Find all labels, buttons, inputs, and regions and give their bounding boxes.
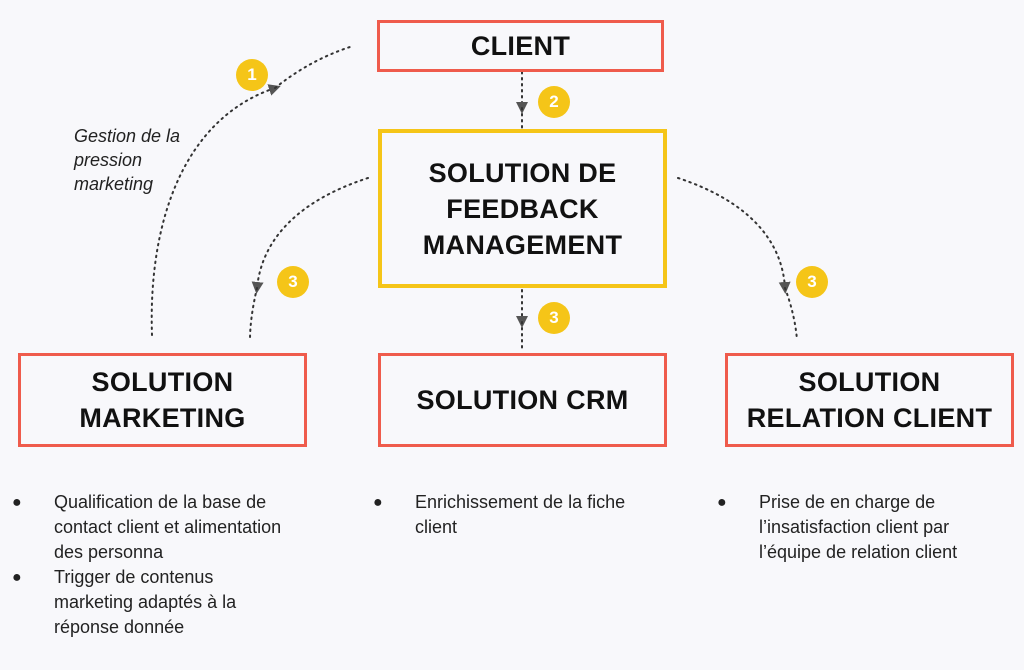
connector-marketing-to-client [150, 84, 281, 336]
client-label: CLIENT [470, 31, 571, 61]
client-box: CLIENT [377, 20, 664, 72]
marketing-box: SOLUTION MARKETING [18, 353, 307, 447]
pression-marketing-note: Gestion de la pression marketing [74, 126, 181, 194]
relation-client-label: SOLUTION RELATION CLIENT [746, 367, 993, 433]
relation-client-box: SOLUTION RELATION CLIENT [725, 353, 1014, 447]
marketing-label: SOLUTION MARKETING [79, 367, 246, 433]
feedback-management-box: SOLUTION DE FEEDBACK MANAGEMENT [378, 129, 667, 288]
step-badge-2: 2 [538, 86, 570, 118]
list-item: ●Enrichissement de la fiche client [373, 492, 626, 537]
bullet-icon: ● [373, 494, 383, 511]
list-item: ●Trigger de contenus marketing adaptés à… [12, 567, 237, 637]
connector-marketing-tail [249, 287, 258, 341]
step-badge-3-left: 3 [277, 266, 309, 298]
connector-feedback-to-relation [677, 177, 791, 294]
crm-label: SOLUTION CRM [416, 385, 629, 415]
step-badge-3-right: 3 [796, 266, 828, 298]
list-item: ●Qualification de la base de contact cli… [12, 492, 282, 562]
step-badge-1: 1 [236, 59, 268, 91]
bullet-icon: ● [717, 494, 727, 511]
connector-feedback-to-marketing [251, 177, 369, 294]
feedback-management-label: SOLUTION DE FEEDBACK MANAGEMENT [422, 157, 623, 260]
step-badge-3-center: 3 [538, 302, 570, 334]
bullet-icon: ● [12, 494, 22, 511]
connector-relation-tail [784, 287, 798, 341]
bullet-icon: ● [12, 569, 22, 586]
list-item: ●Prise de en charge de l’insatisfaction … [717, 492, 958, 562]
relation-bullets: ●Prise de en charge de l’insatisfaction … [717, 490, 1017, 565]
marketing-bullets: ●Qualification de la base de contact cli… [12, 490, 342, 640]
crm-bullets: ●Enrichissement de la fiche client [373, 490, 693, 540]
crm-box: SOLUTION CRM [378, 353, 667, 447]
connector-client-tail [274, 46, 351, 89]
